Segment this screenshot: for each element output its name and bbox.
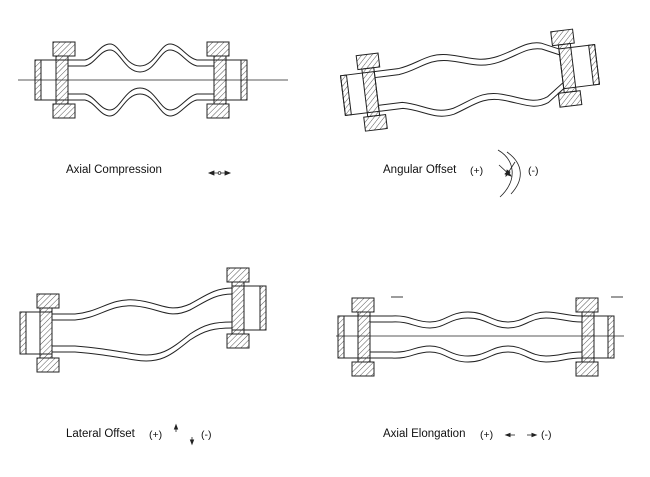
elongation-plus-label: (+): [480, 429, 494, 441]
elongation-arrow-left-icon: [504, 432, 515, 438]
right-flange: [575, 297, 615, 377]
bellows-lower: [68, 93, 214, 117]
lateral-minus-label: (-): [201, 429, 212, 441]
compression-arrow-icon: [207, 170, 232, 176]
angular-minus-label: (-): [528, 165, 539, 177]
elongation-minus-label: (-): [541, 429, 552, 441]
caption-angular-offset: Angular Offset: [383, 164, 457, 176]
lateral-offset-down-icon: [189, 437, 195, 446]
right-flange: [206, 41, 248, 119]
lateral-plus-label: (+): [149, 429, 163, 441]
right-flange: [550, 28, 601, 108]
elongation-arrow-right-icon: [527, 432, 538, 438]
angular-offset-icon: [497, 149, 521, 198]
lateral-offset-up-icon: [173, 423, 179, 432]
lateral-offset-joint: [19, 267, 267, 373]
left-flange: [339, 52, 388, 132]
left-flange: [34, 41, 76, 119]
axial-compression-joint: [18, 41, 288, 119]
caption-axial-elongation: Axial Elongation: [383, 428, 466, 440]
left-flange: [337, 297, 375, 377]
axial-elongation-joint: [336, 296, 624, 377]
angular-offset-joint: [339, 28, 601, 132]
angular-plus-label: (+): [470, 165, 484, 177]
bellows-upper: [68, 43, 214, 67]
right-flange: [226, 267, 267, 349]
caption-axial-compression: Axial Compression: [66, 164, 162, 176]
left-flange: [19, 293, 60, 373]
caption-lateral-offset: Lateral Offset: [66, 428, 135, 440]
